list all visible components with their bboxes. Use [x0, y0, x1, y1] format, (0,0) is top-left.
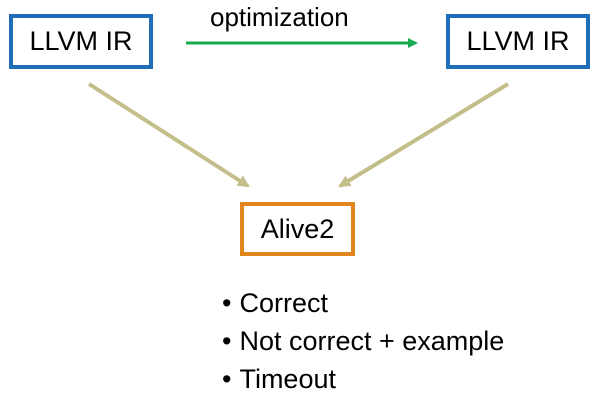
target-node-label: LLVM IR: [466, 26, 570, 56]
alive2-node-label: Alive2: [260, 213, 335, 244]
source-llvm-ir-node: LLVM IR: [9, 14, 153, 69]
source-to-alive2-arrow: [87, 82, 250, 188]
result-item-correct: Correct: [222, 284, 504, 322]
target-to-alive2-arrow: [338, 82, 510, 188]
source-node-label: LLVM IR: [29, 26, 133, 56]
target-llvm-ir-node: LLVM IR: [446, 14, 590, 69]
result-list: Correct Not correct + example Timeout: [222, 284, 504, 398]
alive2-node: Alive2: [240, 202, 355, 256]
result-item-not-correct: Not correct + example: [222, 322, 504, 360]
result-item-timeout: Timeout: [222, 360, 504, 398]
optimization-label: optimization: [210, 2, 349, 32]
